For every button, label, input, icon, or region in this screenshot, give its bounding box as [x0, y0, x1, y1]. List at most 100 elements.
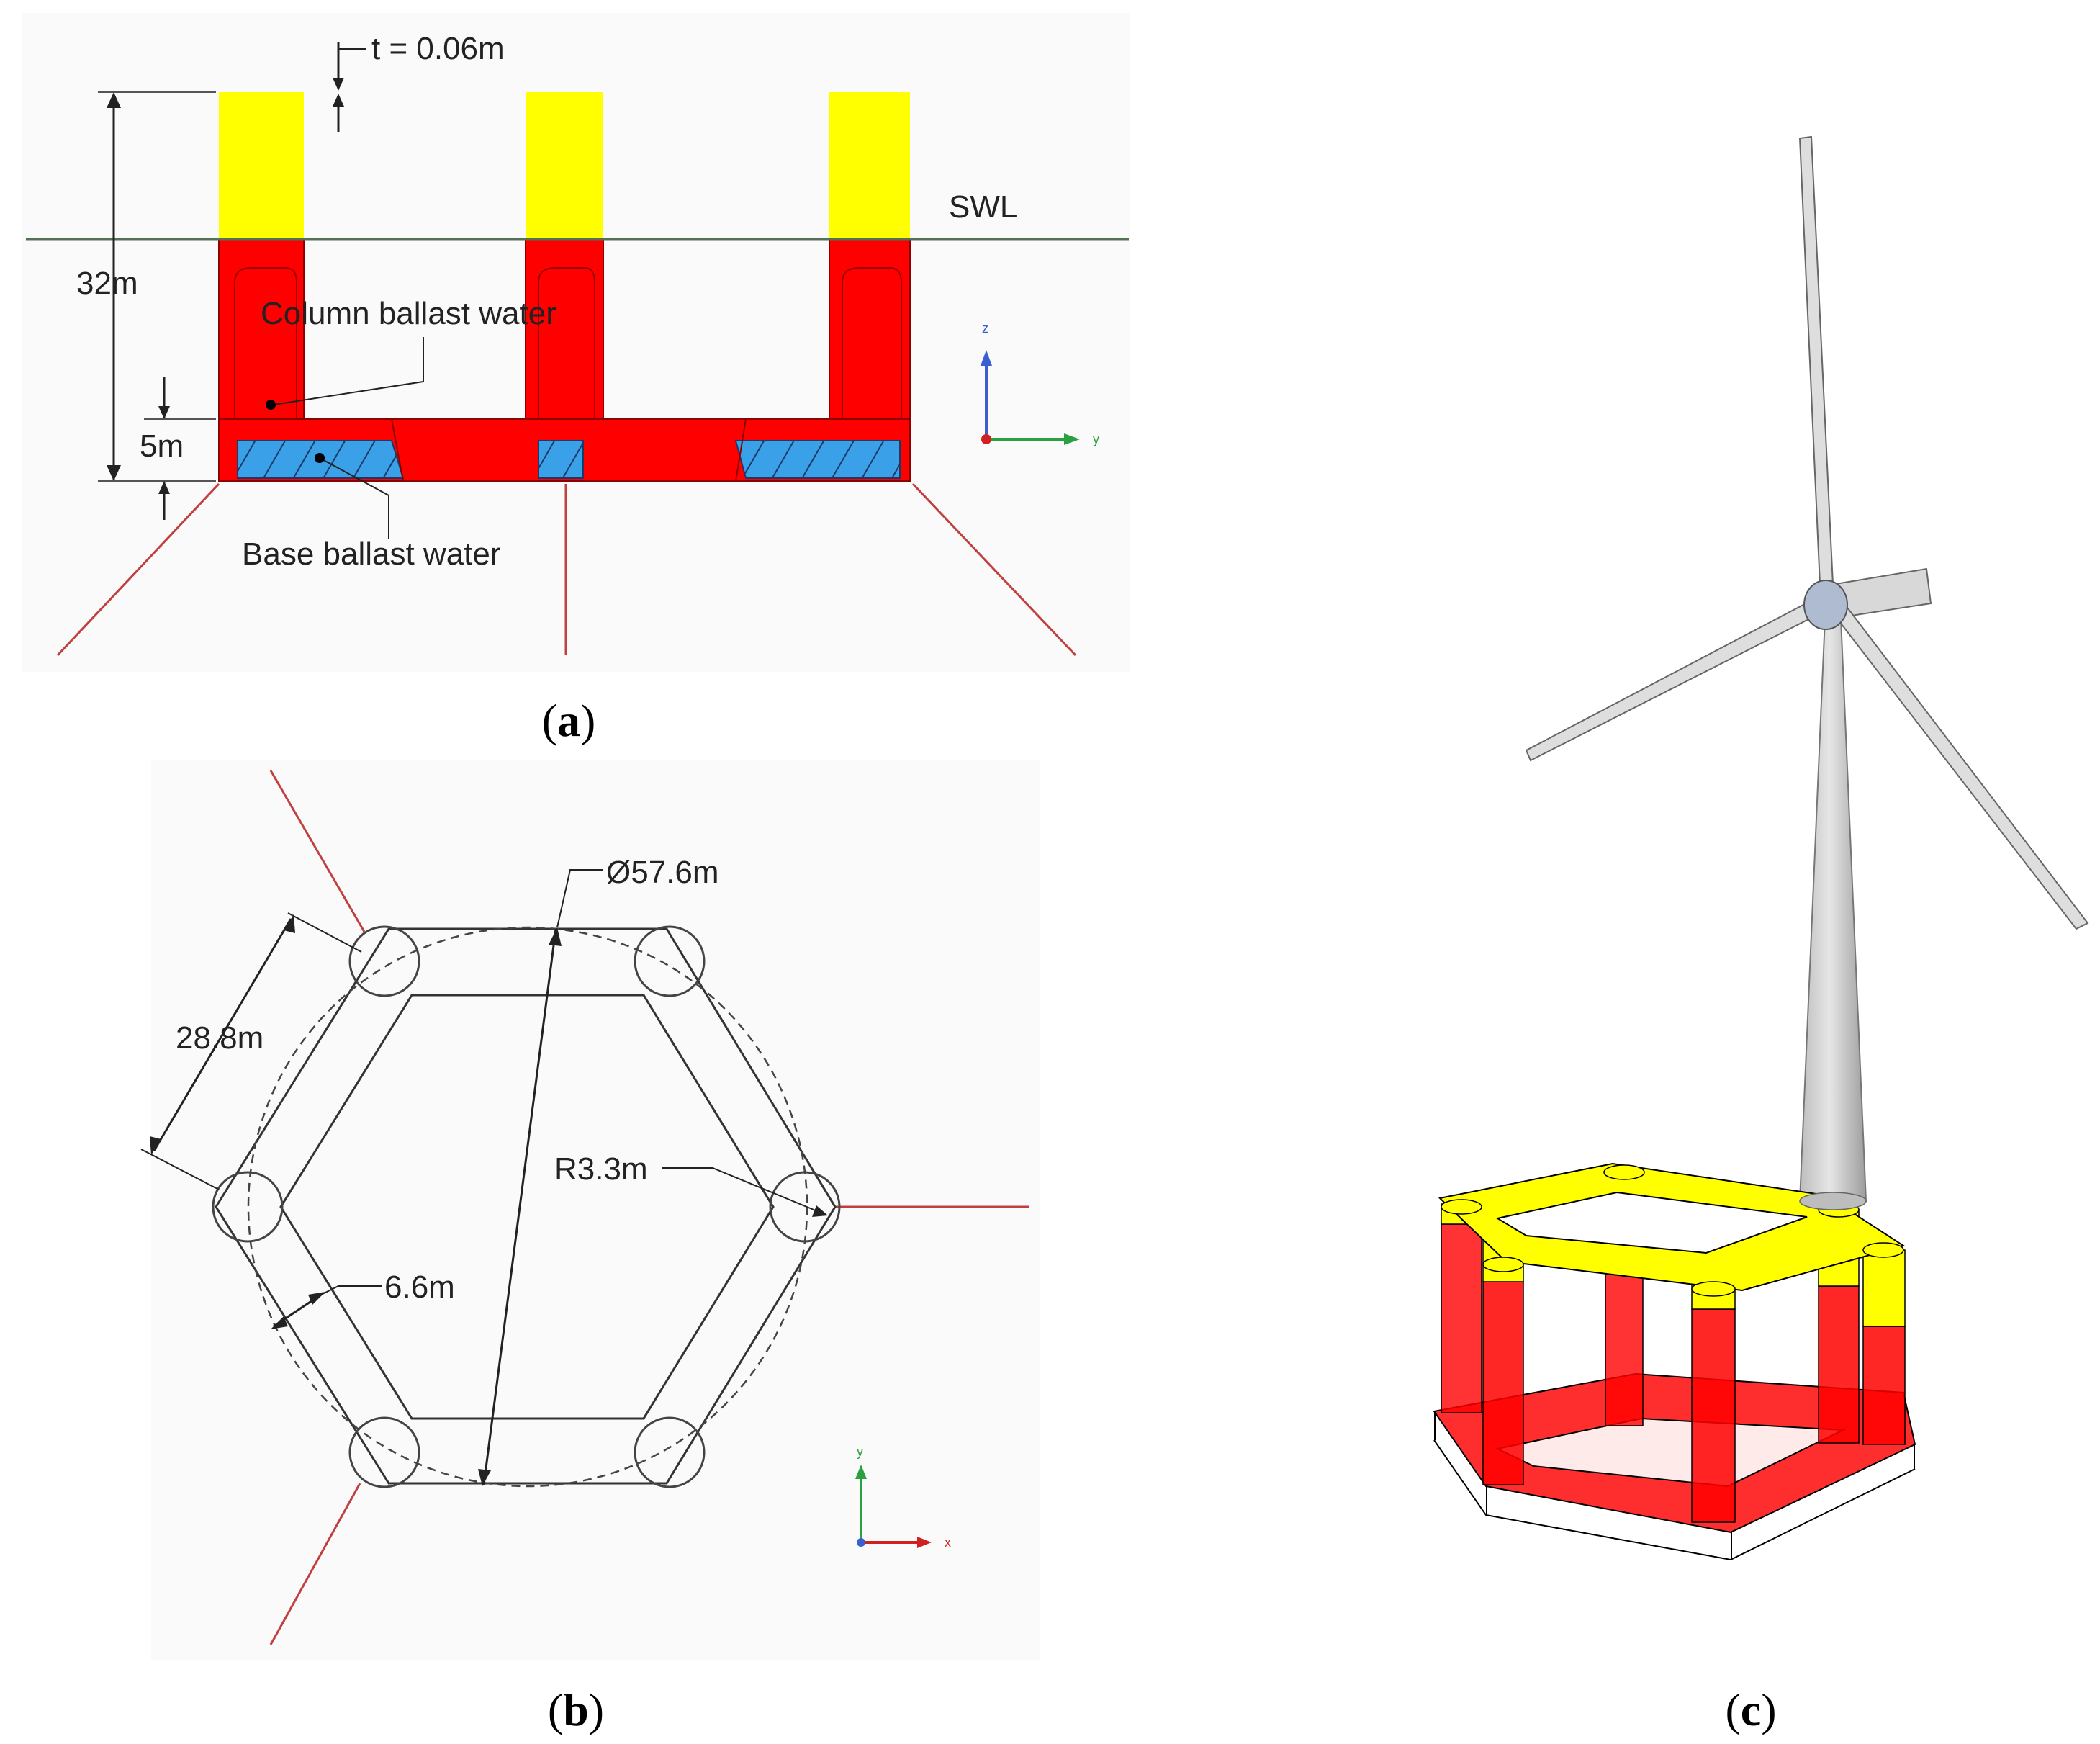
column-cap-6 [1482, 1257, 1524, 1272]
caption-a: (a) [542, 695, 596, 746]
pontoon-edge-left [1434, 1411, 1436, 1440]
outer-hexagon [215, 927, 837, 1485]
axis-b-y-arrow [855, 1465, 867, 1479]
height-arrow-top [107, 92, 121, 108]
pontoon-bottom-edge [1433, 1439, 1916, 1561]
pontoon-edge-front-left [1486, 1486, 1487, 1515]
axis-origin [981, 434, 991, 444]
panel-b-background [151, 760, 1040, 1660]
base-height-label: 5m [140, 428, 184, 464]
column-3d-3-red [1691, 1308, 1736, 1523]
caption-c: (c) [1725, 1684, 1776, 1735]
tower-base [1799, 1192, 1867, 1210]
upper-ring-opening [1495, 1191, 1808, 1254]
column-cap-2 [1603, 1164, 1645, 1180]
column-left-above-swl [219, 92, 304, 239]
axis-b-x-label: x [945, 1535, 951, 1550]
axis-b-y-label: y [857, 1444, 863, 1459]
side-label: 28.8m [176, 1020, 263, 1056]
base-height-arrow-bottom [158, 481, 170, 494]
width-label: 6.6m [384, 1269, 455, 1305]
axis-b-origin [857, 1538, 865, 1547]
mooring-line-right [911, 482, 1077, 657]
radius-arrow [812, 1205, 828, 1217]
swl-label: SWL [949, 189, 1017, 225]
panel-b: Ø57.6m 28.8m R3.3m 6.6m y x (b) [140, 760, 1040, 1735]
caption-b: (b) [548, 1684, 604, 1735]
diameter-arrow-top [549, 927, 562, 946]
column-circle-left [212, 1171, 284, 1243]
panel-a: SWL 32m 5m t = 0.06m Column ballast wate… [22, 13, 1130, 746]
side-extension-top [287, 912, 362, 953]
base-ballast-label: Base ballast water [242, 536, 501, 572]
column-ballast-pointer-dot [266, 400, 276, 410]
axis-triad-a: z y [981, 321, 1099, 446]
mooring-line-b-top [269, 770, 366, 932]
turbine-blade-top [1798, 135, 1834, 585]
turbine-hub [1803, 580, 1848, 630]
column-ballast-outline-center [538, 267, 595, 419]
thickness-label: t = 0.06m [371, 31, 505, 66]
column-3d-5-yellow [1862, 1249, 1906, 1327]
panel-c: (c) [1433, 135, 2089, 1735]
pontoon-edge-right [1914, 1444, 1915, 1469]
radius-label: R3.3m [554, 1151, 648, 1187]
column-cap-5 [1691, 1281, 1736, 1297]
turbine-blade-left [1525, 598, 1821, 762]
radius-leader [662, 1167, 821, 1213]
base-ballast-right [734, 440, 901, 479]
axis-triad-b: y x [855, 1444, 951, 1550]
column-cap-1 [1441, 1199, 1482, 1215]
thickness-arrow-bottom [333, 94, 344, 107]
column-circle-bottom-left [348, 1416, 420, 1488]
column-ballast-outline-right [842, 267, 902, 419]
column-circle-top-right [634, 925, 706, 997]
base-ballast-center [538, 440, 584, 479]
column-right-above-swl [829, 92, 910, 239]
base-height-arrow-top [158, 406, 170, 419]
thickness-arrow-top [333, 78, 344, 91]
base-ballast-leader [319, 457, 389, 539]
axis-b-x-arrow [917, 1537, 932, 1548]
side-dimension-line [153, 918, 292, 1151]
column-ballast-leader [273, 337, 424, 405]
column-3d-4-red [1818, 1285, 1860, 1444]
column-right-below-swl [829, 238, 911, 420]
inner-hexagon [279, 994, 775, 1420]
mooring-line-b-bottom [269, 1483, 361, 1645]
column-3d-2-red [1605, 1252, 1644, 1426]
side-extension-bottom [140, 1149, 220, 1190]
diameter-label: Ø57.6m [606, 855, 719, 890]
axis-z-label: z [982, 321, 988, 336]
width-leader [320, 1285, 382, 1295]
base-edge-right [735, 418, 747, 482]
column-3d-5-red [1862, 1326, 1906, 1445]
height-arrow-bottom [107, 465, 121, 481]
column-circle-bottom-right [634, 1416, 706, 1488]
base-edge-left [391, 418, 404, 482]
column-3d-1-red [1482, 1281, 1524, 1485]
axis-y-arrow [1064, 433, 1080, 445]
base-ballast-pointer-dot [315, 453, 325, 463]
side-arrow-bottom [150, 1136, 161, 1155]
width-arrow-right [308, 1292, 325, 1305]
turbine-tower [1798, 601, 1867, 1202]
axis-z-arrow [981, 350, 992, 366]
axis-y-label: y [1093, 432, 1099, 446]
column-cap-4 [1862, 1242, 1904, 1258]
mooring-line-left [56, 482, 220, 657]
column-ballast-outline-left [234, 267, 297, 419]
diameter-dimension-line [482, 928, 557, 1485]
pontoon-edge-front [1731, 1532, 1732, 1560]
column-3d-6-red [1441, 1223, 1482, 1413]
width-arrow-left [271, 1316, 288, 1329]
turbine-blade-right [1833, 601, 2089, 930]
column-center-above-swl [526, 92, 603, 239]
column-circle-top-left [348, 925, 420, 997]
diameter-arrow-bottom [478, 1469, 491, 1486]
height-label: 32m [76, 266, 138, 301]
column-circle-right [769, 1171, 841, 1243]
side-arrow-top [284, 914, 295, 933]
diameter-leader [556, 869, 603, 928]
